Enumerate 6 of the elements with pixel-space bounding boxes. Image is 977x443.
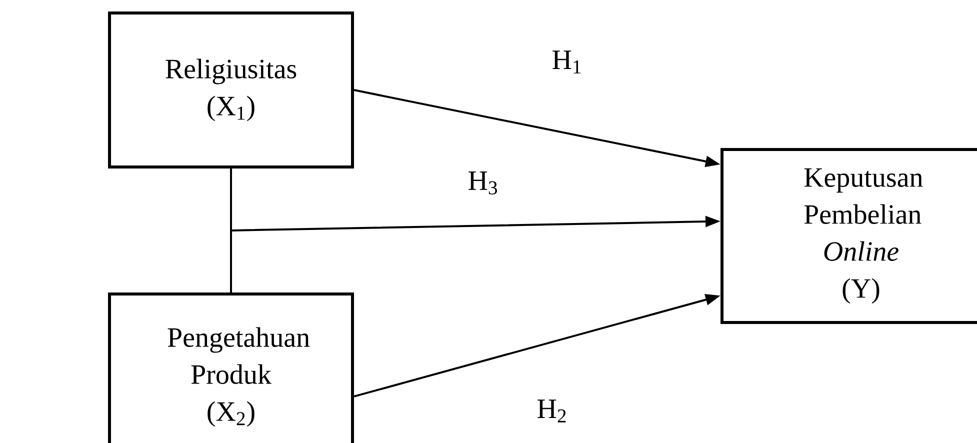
variable-box: Keputusan Pembelian Online (Y) — [720, 148, 977, 324]
edge-label: H$_{3}$ — [468, 172, 497, 194]
variable-box: Pengetahuan Produk (X$_{2}$) — [108, 292, 354, 443]
variable-box: Religiusitas (X$_{1}$) — [108, 12, 354, 168]
edge-label: H$_{2}$ — [538, 400, 566, 422]
edge-label: H$_{1}$ — [552, 50, 581, 74]
